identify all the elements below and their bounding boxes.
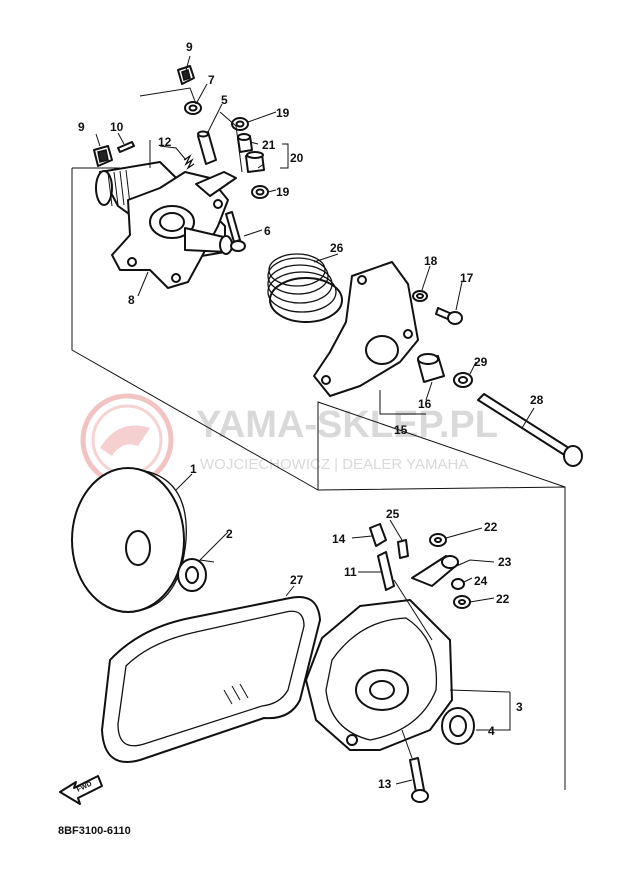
part-14-nut xyxy=(369,523,387,547)
primary-sliding-sheave xyxy=(95,161,237,289)
callout-13: 13 xyxy=(378,777,392,791)
callout-9-upper: 9 xyxy=(186,40,193,54)
callout-5: 5 xyxy=(221,93,228,107)
part-1-fixed-sheave xyxy=(71,467,187,613)
part-27-v-belt xyxy=(101,596,321,763)
callout-17: 17 xyxy=(460,271,474,285)
part-25-pin xyxy=(397,539,409,559)
callout-24: 24 xyxy=(474,574,488,588)
part-16-bushing xyxy=(417,353,445,383)
callout-10: 10 xyxy=(110,120,124,134)
callout-14: 14 xyxy=(332,532,346,546)
callout-27: 27 xyxy=(290,573,304,587)
part-9-slider-lower xyxy=(93,145,113,167)
callout-21: 21 xyxy=(262,138,276,152)
part-26-compression-spring xyxy=(267,253,343,323)
part-28-bolt xyxy=(477,393,583,467)
part-29-nut xyxy=(453,372,473,388)
callout-22-upper: 22 xyxy=(484,520,498,534)
callout-9-lower: 9 xyxy=(78,120,85,134)
callout-19-upper: 19 xyxy=(276,106,290,120)
callout-19-lower: 19 xyxy=(276,185,290,199)
callout-3: 3 xyxy=(516,700,523,714)
callout-29: 29 xyxy=(474,355,488,369)
part-21-roller xyxy=(237,133,253,153)
group-outline-upper xyxy=(71,168,566,491)
callout-6: 6 xyxy=(264,224,271,238)
watermark-subtitle: WOJCIECHOWICZ | DEALER YAMAHA xyxy=(200,456,468,473)
part-7-nut xyxy=(184,101,202,115)
callout-20: 20 xyxy=(290,151,304,165)
part-13-bolt xyxy=(409,757,429,803)
fwd-arrow-icon: FWD xyxy=(59,775,103,805)
callout-26: 26 xyxy=(330,241,344,255)
callout-11: 11 xyxy=(344,565,357,579)
part-2-collar xyxy=(177,558,207,592)
part-22-washer-lower xyxy=(453,595,471,609)
leader-lines xyxy=(95,55,535,785)
group-outline-lower xyxy=(72,167,566,790)
part-10-pin xyxy=(117,141,135,153)
part-19-collar-lower xyxy=(251,185,269,199)
part-12-spring xyxy=(183,154,195,170)
callout-16: 16 xyxy=(418,397,432,411)
part-3-secondary-sliding-sheave xyxy=(305,599,453,751)
callout-22-lower: 22 xyxy=(496,592,510,606)
watermark: YAMA-SKLEP.PL WOJCIECHOWICZ | DEALER YAM… xyxy=(80,393,498,487)
watermark-title: YAMA-SKLEP.PL xyxy=(196,404,498,446)
callout-8: 8 xyxy=(128,293,135,307)
callout-2: 2 xyxy=(226,527,233,541)
part-24-roller xyxy=(451,578,465,590)
part-17-bolt xyxy=(435,307,463,325)
part-11-pin xyxy=(377,551,395,591)
callouts: 9 7 5 19 9 10 12 21 20 19 6 26 18 17 8 2… xyxy=(78,40,544,791)
part-4-bushing xyxy=(441,707,475,745)
callout-12: 12 xyxy=(158,135,172,149)
callout-7: 7 xyxy=(208,73,215,87)
diagram-code: 8BF3100-6110 xyxy=(58,825,131,837)
part-22-washer-upper xyxy=(429,533,447,547)
part-5-pin xyxy=(197,130,217,165)
part-18-washer xyxy=(412,290,428,302)
callout-18: 18 xyxy=(424,254,438,268)
part-20-roller xyxy=(245,151,265,173)
callout-1: 1 xyxy=(190,462,197,476)
callout-4: 4 xyxy=(488,724,495,738)
part-23-lever xyxy=(411,555,459,587)
callout-25: 25 xyxy=(386,507,400,521)
callout-23: 23 xyxy=(498,555,512,569)
part-6-bolt xyxy=(225,211,246,252)
part-9-slider-upper xyxy=(177,65,195,85)
part-15-spring-seat-cover xyxy=(313,261,419,397)
callout-28: 28 xyxy=(530,393,544,407)
callout-15: 15 xyxy=(394,423,408,437)
